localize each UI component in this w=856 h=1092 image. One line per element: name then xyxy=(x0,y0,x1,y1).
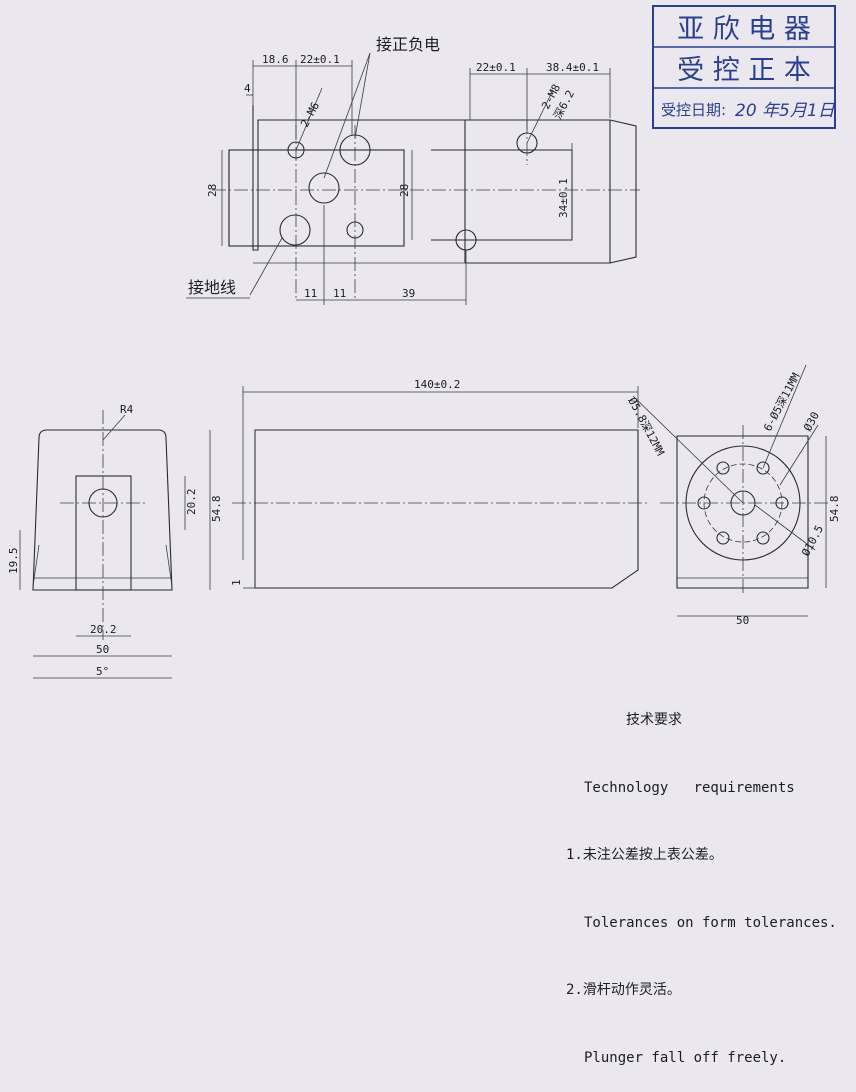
dim-34: 34±0.1 xyxy=(557,178,570,218)
stamp-row1: 亚 欣 电 器 xyxy=(677,14,811,45)
dim-38-4: 38.4±0.1 xyxy=(546,61,599,74)
dim-22-right: 22±0.1 xyxy=(476,61,516,74)
dim-6-holes: 6-Ø5深11MM xyxy=(761,370,803,433)
dim-20-2-horizontal: 20.2 xyxy=(90,623,117,636)
dim-28-left: 28 xyxy=(206,184,219,197)
dim-phi-30: Ø30 xyxy=(801,410,822,434)
dim-r4: R4 xyxy=(120,403,134,416)
left-side-view: R4 20.2 54.8 19.5 20.2 50 5° xyxy=(7,403,223,679)
notes-item2-en: Plunger fall off freely. xyxy=(584,1049,787,1066)
notes-item1-cn: 1.未注公差按上表公差。 xyxy=(566,847,723,863)
dim-22-left: 22±0.1 xyxy=(300,53,340,66)
stamp-date-label: 受控日期: xyxy=(661,101,726,119)
dim-140: 140±0.2 xyxy=(414,378,460,391)
stamp-row2: 受 控 正 本 xyxy=(677,55,811,86)
dim-54-8-left: 54.8 xyxy=(210,496,223,523)
dim-2-m6: 2-M6 xyxy=(298,100,322,130)
dim-54-8-right: 54.8 xyxy=(828,496,841,523)
label-pos-neg: 接正负电 xyxy=(376,35,440,54)
dim-phi-5-8: Ø5.8深12MM xyxy=(625,395,667,458)
label-ground: 接地线 xyxy=(188,278,236,297)
dim-50-right: 50 xyxy=(736,614,749,627)
notes-item2-cn: 2.滑杆动作灵活。 xyxy=(566,982,681,998)
notes-item1-en: Tolerances on form tolerances. xyxy=(584,914,837,931)
right-end-view: Ø5.8深12MM 6-Ø5深11MM Ø30 Ø10.5 54.8 50 xyxy=(625,364,841,627)
stamp-date-value: 20 年5月1日 xyxy=(735,101,836,121)
notes-title-cn: 技术要求 xyxy=(626,712,682,728)
dim-1: 1 xyxy=(230,579,243,586)
technical-drawing: 亚 欣 电 器 受 控 正 本 受控日期: 20 年5月1日 xyxy=(7,5,841,679)
dim-39: 39 xyxy=(402,287,415,300)
dim-18-6: 18.6 xyxy=(262,53,289,66)
dim-28-mid: 28 xyxy=(398,184,411,197)
notes-title-en: Technology requirements xyxy=(584,779,795,796)
dim-11-a: 11 xyxy=(304,287,317,300)
control-stamp: 亚 欣 电 器 受 控 正 本 受控日期: 20 年5月1日 xyxy=(652,5,836,129)
middle-side-view: 140±0.2 1 xyxy=(230,378,650,589)
dim-20-2-vertical: 20.2 xyxy=(185,489,198,516)
dim-50-left: 50 xyxy=(96,643,109,656)
dim-19-5: 19.5 xyxy=(7,548,20,575)
top-view: 18.6 22±0.1 4 2-M6 28 28 11 11 39 22±0.1… xyxy=(186,35,640,305)
technical-notes: 技术要求 Technology requirements 1.未注公差按上表公差… xyxy=(566,664,856,1092)
dim-11-b: 11 xyxy=(333,287,346,300)
dim-4: 4 xyxy=(244,82,251,95)
dim-5-deg: 5° xyxy=(96,665,109,678)
